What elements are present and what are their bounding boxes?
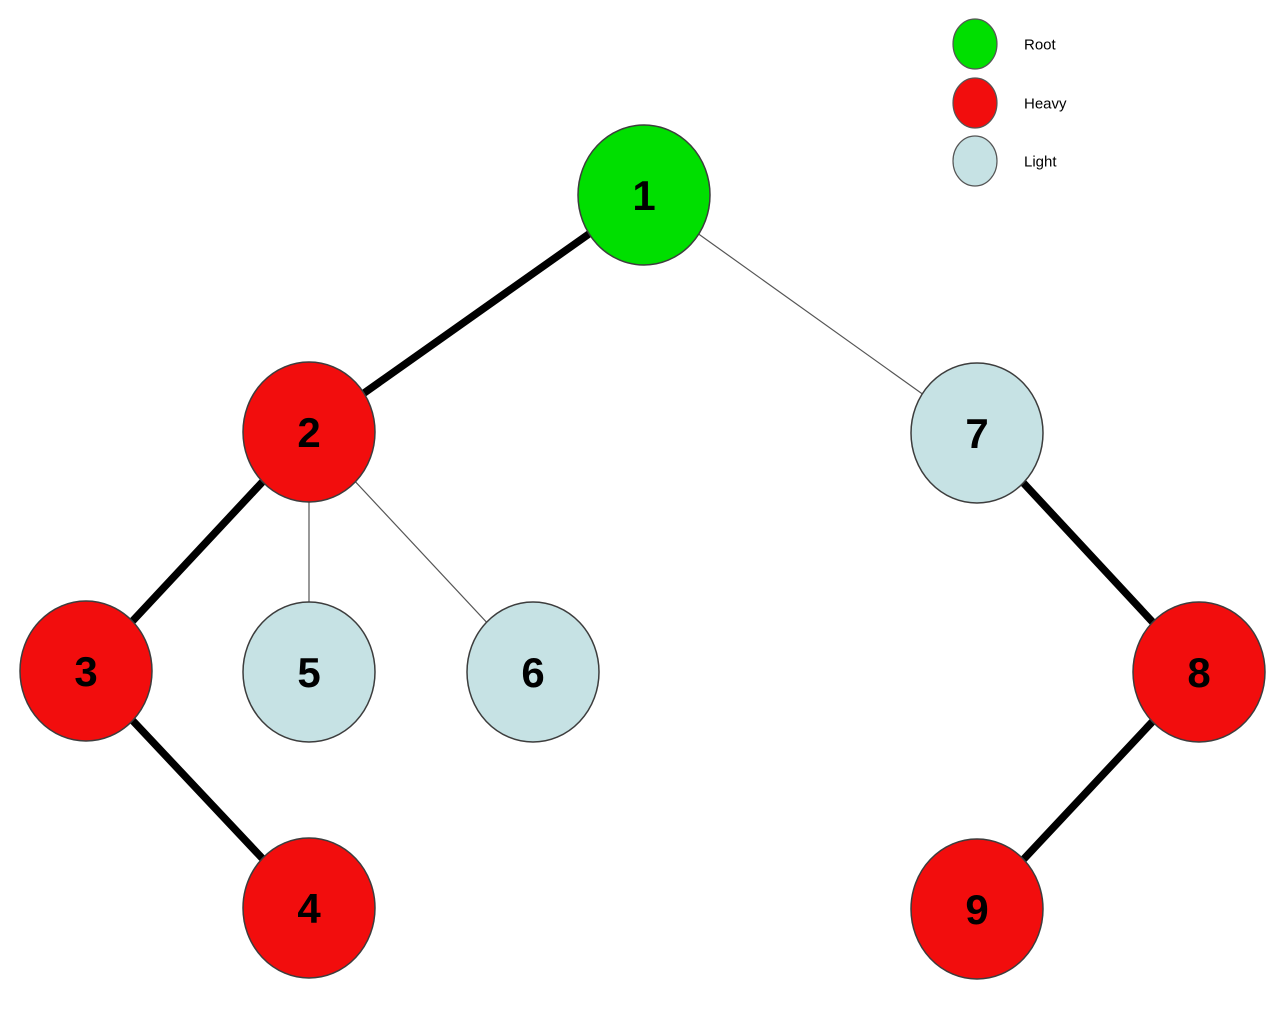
node-label-2: 2 bbox=[297, 409, 320, 456]
node-label-9: 9 bbox=[965, 886, 988, 933]
legend-label-heavy: Heavy bbox=[1024, 95, 1067, 112]
node-circle-9 bbox=[910, 838, 1044, 980]
tree-node-5: 5 bbox=[242, 601, 376, 743]
legend-swatch-root-icon bbox=[952, 18, 998, 70]
node-label-1: 1 bbox=[632, 172, 655, 219]
node-circle-5 bbox=[242, 601, 376, 743]
legend-item-heavy: Heavy bbox=[952, 77, 1067, 129]
node-label-8: 8 bbox=[1187, 649, 1210, 696]
node-circle-8 bbox=[1132, 601, 1266, 743]
node-label-5: 5 bbox=[297, 649, 320, 696]
node-circle-1 bbox=[577, 124, 711, 266]
node-label-4: 4 bbox=[297, 885, 321, 932]
node-label-7: 7 bbox=[965, 410, 988, 457]
legend-swatch-light-icon bbox=[952, 135, 998, 187]
edge-1-7-light bbox=[643, 194, 978, 434]
node-circle-2 bbox=[242, 361, 376, 503]
node-circle-7 bbox=[910, 362, 1044, 504]
legend-swatch-heavy-icon bbox=[952, 77, 998, 129]
node-label-6: 6 bbox=[521, 649, 544, 696]
edge-1-2-heavy bbox=[306, 191, 647, 436]
legend-item-light: Light bbox=[952, 135, 1057, 187]
legend-label-light: Light bbox=[1024, 153, 1057, 170]
tree-node-6: 6 bbox=[466, 601, 600, 743]
node-circle-3 bbox=[19, 600, 153, 742]
node-circle-4 bbox=[242, 837, 376, 979]
node-label-3: 3 bbox=[74, 648, 97, 695]
tree-node-3: 3 bbox=[19, 600, 153, 742]
legend-item-root: Root bbox=[952, 18, 1057, 70]
tree-node-4: 4 bbox=[242, 837, 376, 979]
tree-node-9: 9 bbox=[910, 838, 1044, 980]
tree-node-1: 1 bbox=[577, 124, 711, 266]
tree-node-2: 2 bbox=[242, 361, 376, 503]
tree-node-7: 7 bbox=[910, 362, 1044, 504]
node-circle-6 bbox=[466, 601, 600, 743]
tree-node-8: 8 bbox=[1132, 601, 1266, 743]
legend-label-root: Root bbox=[1024, 36, 1057, 53]
